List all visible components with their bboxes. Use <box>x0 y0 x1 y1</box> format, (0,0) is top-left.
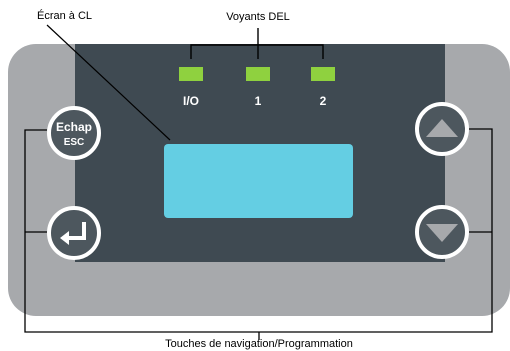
enter-button[interactable] <box>47 206 101 260</box>
nav-callout-label: Touches de navigation/Programmation <box>165 338 353 350</box>
triangle-down-icon <box>426 224 458 242</box>
down-button[interactable] <box>415 205 469 259</box>
led-io <box>179 67 203 81</box>
escape-button-sublabel: ESC <box>64 137 85 148</box>
led-label-io: I/O <box>183 94 199 108</box>
led-1 <box>246 67 270 81</box>
lcd-callout: Écran à CL <box>37 9 171 141</box>
enter-arrow-icon <box>60 222 86 245</box>
leds-callout: Voyants DEL <box>190 11 324 59</box>
led-label-1: 1 <box>255 94 262 108</box>
escape-button[interactable]: Echap ESC <box>47 106 101 160</box>
led-label-2: 2 <box>320 94 327 108</box>
triangle-up-icon <box>426 119 458 137</box>
lcd-callout-label: Écran à CL <box>37 9 92 22</box>
up-button[interactable] <box>415 102 469 156</box>
escape-button-label: Echap <box>56 120 92 134</box>
leds-callout-label: Voyants DEL <box>226 11 290 23</box>
nav-callout: Touches de navigation/Programmation <box>24 128 493 350</box>
led-2 <box>311 67 335 81</box>
lcd-screen <box>164 144 353 218</box>
